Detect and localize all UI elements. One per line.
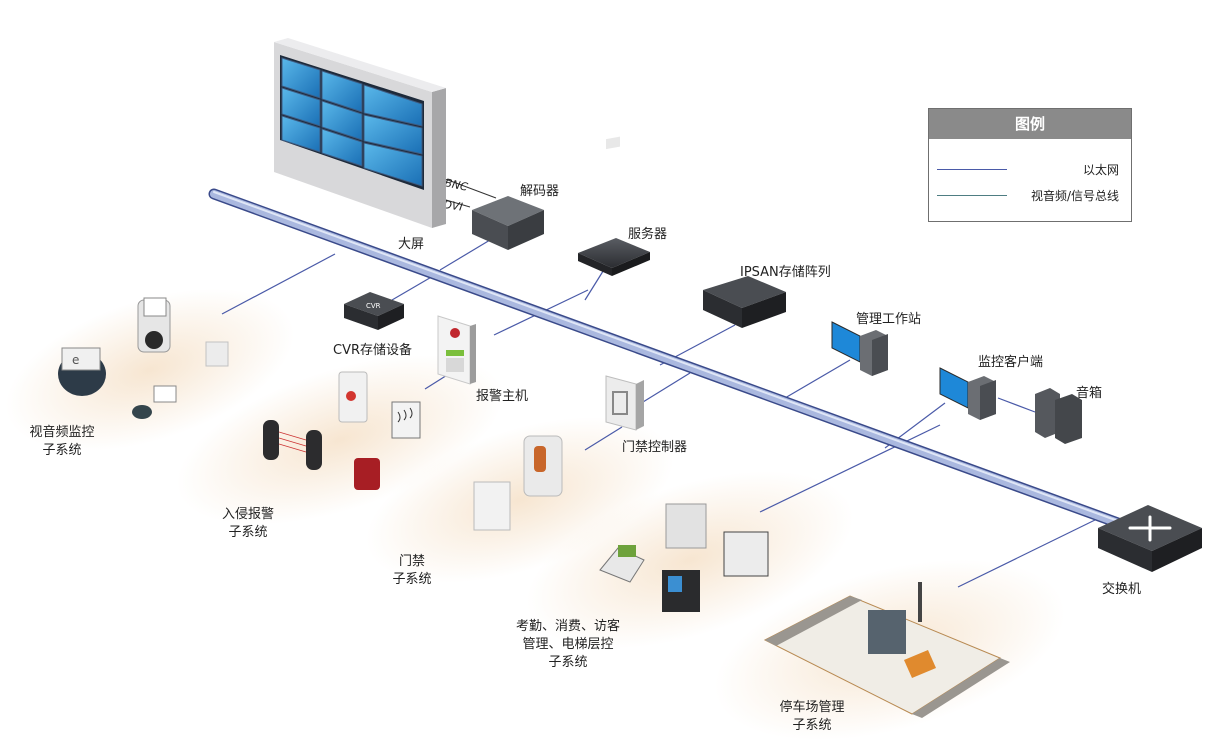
siren-icon — [354, 458, 380, 490]
cvr-icon: CVR — [344, 292, 404, 330]
workstation-icon — [831, 321, 888, 376]
alarm-host-icon — [437, 315, 476, 385]
link-decoder — [439, 239, 491, 271]
exit-button-icon — [473, 481, 511, 531]
link-server — [584, 267, 606, 301]
subsystem-intrusion-label: 入侵报警 子系统 — [221, 507, 275, 540]
subsystem-attendance-label: 考勤、消费、访客 管理、电梯层控 子系统 — [515, 619, 621, 670]
link-video — [221, 253, 336, 315]
server-icon — [578, 136, 650, 276]
link-speaker — [997, 397, 1036, 413]
switch-icon — [1098, 505, 1202, 572]
camera-icons: e — [58, 297, 229, 419]
link-attendance — [759, 424, 941, 513]
subsystem-video-label: 视音频监控 子系统 — [29, 425, 95, 458]
door-controller-icon — [605, 375, 644, 431]
ipsan-label: IPSAN存储阵列 — [740, 265, 831, 280]
client-icon — [939, 367, 996, 420]
dome-camera-icon: e — [58, 347, 106, 396]
ptz-camera-icon — [137, 297, 171, 353]
legend-item-av-signal: 视音频/信号总线 — [937, 187, 1123, 203]
glass-break-detector-icon — [391, 401, 421, 439]
access-devices — [473, 435, 563, 531]
video-wall-icon — [274, 38, 446, 228]
legend-item-ethernet: 以太网 — [937, 161, 1123, 177]
cvr-badge: CVR — [366, 302, 381, 310]
parking-lot-icon — [763, 582, 1010, 718]
beam-detector-tx-icon — [263, 420, 279, 460]
glow-intrusion — [176, 355, 504, 525]
legend-title: 图例 — [929, 109, 1131, 139]
alarm-host-label: 报警主机 — [476, 389, 529, 404]
elevator-controller-icon — [723, 531, 769, 577]
link-door-reader — [584, 426, 623, 451]
attendance-devices — [599, 503, 769, 612]
av-signal-line-swatch — [937, 195, 1007, 196]
turnstile-icon — [665, 503, 707, 549]
link-parking — [957, 519, 1096, 588]
client-label: 监控客户端 — [978, 355, 1044, 370]
dvi-label: DVI — [443, 198, 464, 214]
legend-item-label: 以太网 — [1082, 163, 1119, 177]
speaker-label: 音箱 — [1076, 386, 1103, 401]
link-door-controller — [642, 372, 691, 403]
ethernet-line-swatch — [937, 169, 1007, 170]
cvr-label: CVR存储设备 — [333, 343, 413, 358]
glow-video — [5, 288, 295, 452]
box-camera-icon — [205, 341, 229, 367]
subsystem-access-label: 门禁 子系统 — [392, 554, 432, 587]
svg-text:e: e — [72, 353, 79, 367]
workstation-label: 管理工作站 — [856, 312, 922, 327]
bnc-label: BNC — [443, 176, 469, 194]
legend: 图例 以太网 视音频/信号总线 — [928, 108, 1132, 222]
ethernet-backbone — [208, 188, 1124, 529]
decoder-icon — [472, 196, 544, 250]
big-screen-label: 大屏 — [398, 237, 425, 252]
ipsan-icon — [703, 276, 786, 328]
server-label: 服务器 — [628, 227, 668, 242]
speaker-icon — [1035, 388, 1082, 444]
intrusion-devices — [263, 371, 421, 490]
legend-item-label: 视音频/信号总线 — [1030, 189, 1119, 203]
door-controller-label: 门禁控制器 — [622, 440, 688, 455]
beam-detector-rx-icon — [306, 430, 322, 470]
subsystem-parking-label: 停车场管理 子系统 — [779, 700, 845, 733]
decoder-label: 解码器 — [520, 184, 560, 199]
glow-attendance — [526, 471, 854, 649]
bullet-camera-icon — [132, 385, 177, 419]
link-workstation — [784, 359, 851, 399]
switch-label: 交换机 — [1102, 582, 1142, 597]
